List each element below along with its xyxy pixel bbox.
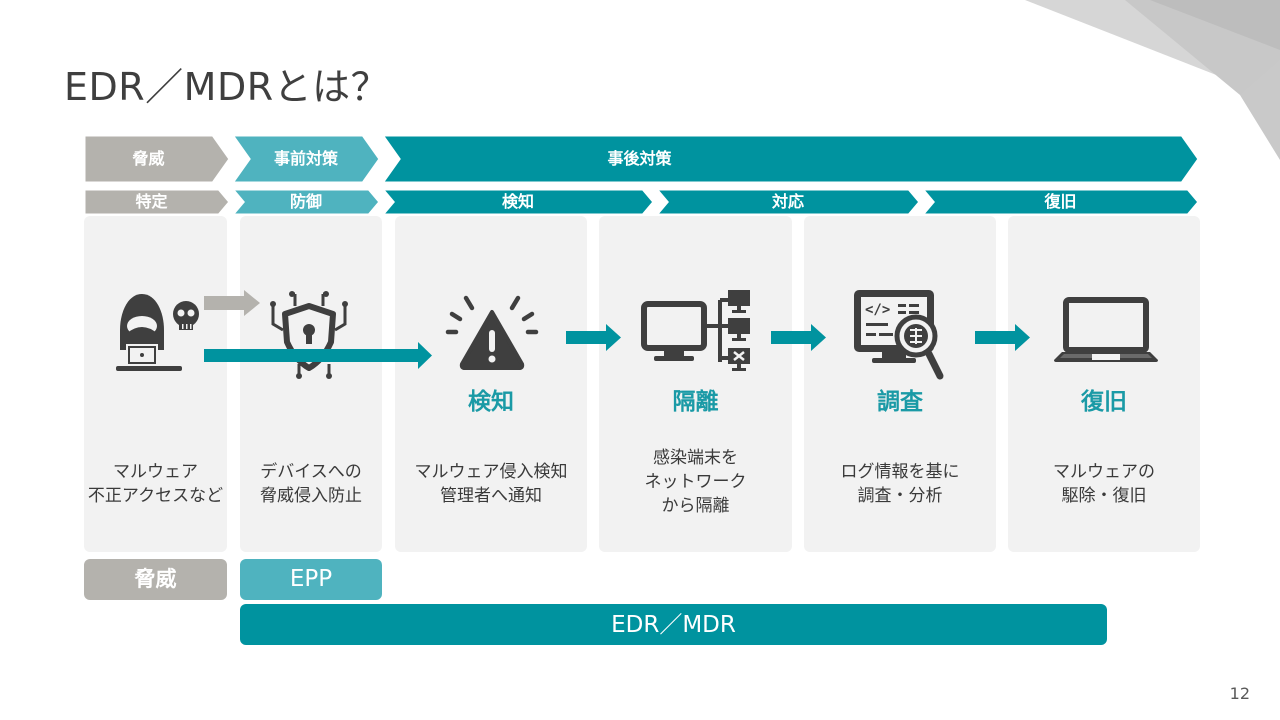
description-detect: マルウェア侵入検知 管理者へ通知 xyxy=(414,462,568,506)
column-panel-detect xyxy=(395,216,587,552)
step_row-label-4: 復旧 xyxy=(1044,192,1077,211)
column-panel-threat xyxy=(84,216,227,552)
column-panel-defense xyxy=(240,216,382,552)
laptop-icon xyxy=(1054,297,1158,362)
alert-warning-icon xyxy=(445,295,539,370)
arrow-isolate-to-investigate xyxy=(771,324,826,351)
phase_row-label-1: 事前対策 xyxy=(273,149,338,168)
stage-label-investigate: 調査 xyxy=(877,389,923,415)
hacker-icon xyxy=(116,294,199,371)
step_row-label-2: 検知 xyxy=(501,192,534,211)
code-investigation-icon: </> xyxy=(854,290,944,380)
shield-lock-icon xyxy=(270,291,348,379)
description-investigate: ログ情報を基に 調査・分析 xyxy=(840,462,960,506)
teal-long-arrow xyxy=(204,342,432,369)
phase_row-label-0: 脅威 xyxy=(132,149,165,168)
step_row-chevron-0 xyxy=(82,187,232,217)
epp-badge: EPP xyxy=(240,559,382,600)
column-panel-isolate xyxy=(599,216,792,552)
network-isolation-icon xyxy=(641,290,750,371)
step_row-label-3: 対応 xyxy=(771,192,804,211)
step_row-label-1: 防御 xyxy=(289,192,322,211)
stage-label-isolate: 隔離 xyxy=(672,389,719,415)
step_row-chevron-2 xyxy=(378,187,656,217)
svg-text:</>: </> xyxy=(865,302,890,318)
page-number: 12 xyxy=(1229,684,1250,703)
gray-arrow xyxy=(204,290,260,316)
phase_row-label-2: 事後対策 xyxy=(607,149,672,168)
threat-badge: 脅威 xyxy=(84,559,227,600)
edr-mdr-badge: EDR／MDR xyxy=(240,604,1107,645)
description-defense: デバイスへの 脅威侵入防止 xyxy=(260,462,362,506)
stage-label-recover: 復旧 xyxy=(1081,389,1127,415)
slide-title: EDR／MDRとは？ xyxy=(64,65,390,109)
step_row-chevron-3 xyxy=(652,187,922,217)
column-panel-recover xyxy=(1008,216,1200,552)
step_row-label-0: 特定 xyxy=(135,192,168,211)
phase_row-chevron-1 xyxy=(229,133,382,185)
phase_row-chevron-2 xyxy=(379,133,1201,185)
stage-label-detect: 検知 xyxy=(468,389,514,415)
arrow-investigate-to-recover xyxy=(975,324,1030,351)
step_row-chevron-4 xyxy=(918,187,1201,217)
description-isolate: 感染端末を ネットワーク から隔離 xyxy=(644,448,747,516)
column-panel-investigate xyxy=(804,216,996,552)
arrow-detect-to-isolate xyxy=(566,324,621,351)
phase_row-chevron-0 xyxy=(82,133,232,185)
description-recover: マルウェアの 駆除・復旧 xyxy=(1053,462,1155,506)
step_row-chevron-1 xyxy=(228,187,382,217)
description-threat: マルウェア 不正アクセスなど xyxy=(87,462,224,506)
